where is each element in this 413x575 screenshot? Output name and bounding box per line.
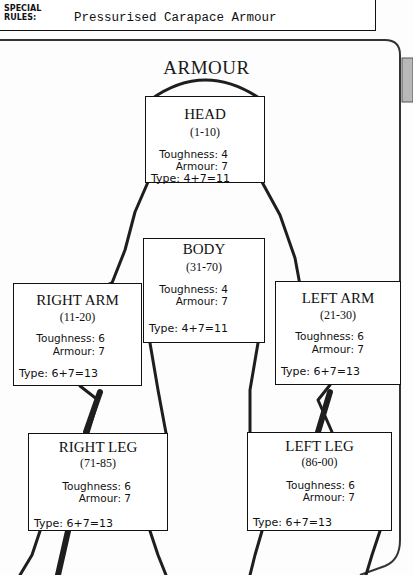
location-name: LEFT LEG [248, 438, 391, 455]
toughness-value: Toughness: 6 [14, 332, 141, 344]
hit-location-box: RIGHT ARM(11-20) Toughness: 6Armour: 7 Typ… [13, 283, 142, 386]
toughness-value: Toughness: 6 [248, 479, 391, 491]
location-name: HEAD [146, 106, 264, 123]
location-name: RIGHT LEG [29, 439, 167, 456]
location-name: RIGHT ARM [14, 292, 141, 309]
hit-location-box: HEAD (1-10) Toughness: 4Armour: 7Type: 4+7… [145, 96, 265, 183]
armour-value: Armour: 7 [248, 491, 391, 503]
armour-total: Type: 4+7=11 [144, 322, 264, 335]
toughness-value: Toughness: 4 [144, 283, 264, 295]
roll-range: (1-10) [146, 125, 264, 139]
armour-total: Type: 6+7=13 [248, 516, 391, 529]
roll-range: (86-00) [248, 455, 391, 469]
armour-total: Type: 6+7=13 [29, 517, 167, 530]
toughness-value: Toughness: 6 [276, 330, 400, 342]
location-name: LEFT ARM [276, 290, 400, 307]
page-tab [402, 58, 413, 102]
armour-value: Armour: 7 [146, 160, 264, 172]
armour-total: Type: 4+7=11 [146, 172, 264, 185]
location-name: BODY [144, 241, 264, 258]
roll-range: (11-20) [14, 310, 141, 324]
roll-range: (31-70) [144, 260, 264, 274]
sheet-title: ARMOUR [0, 57, 413, 79]
armour-total: Type: 6+7=13 [14, 367, 141, 380]
rules-text: Pressurised Carapace Armour [74, 11, 370, 26]
armour-value: Armour: 7 [276, 343, 400, 355]
armour-total: Type: 6+7=13 [276, 365, 400, 378]
armour-value: Armour: 7 [144, 295, 264, 307]
roll-range: (71-85) [29, 456, 167, 470]
armour-value: Armour: 7 [29, 492, 167, 504]
toughness-value: Toughness: 6 [29, 480, 167, 492]
hit-location-box: RIGHT LEG(71-85) Toughness: 6Armour: 7 Typ… [28, 433, 168, 531]
rules-heading: SPECIAL RULES: [4, 4, 74, 22]
special-rules-box: SPECIAL RULES:Pressurised Carapace Armou… [0, 0, 376, 31]
armour-value: Armour: 7 [14, 345, 141, 357]
hit-location-box: LEFT LEG(86-00) Toughness: 6Armour: 7 Type… [247, 432, 392, 531]
toughness-value: Toughness: 4 [146, 148, 264, 160]
page-frame [0, 40, 400, 575]
hit-location-box: LEFT ARM(21-30) Toughness: 6Armour: 7 Type… [275, 281, 401, 385]
roll-range: (21-30) [276, 308, 400, 322]
hit-location-box: BODY (31-70) Toughness: 4Armour: 7 Type: 4+… [143, 238, 265, 343]
